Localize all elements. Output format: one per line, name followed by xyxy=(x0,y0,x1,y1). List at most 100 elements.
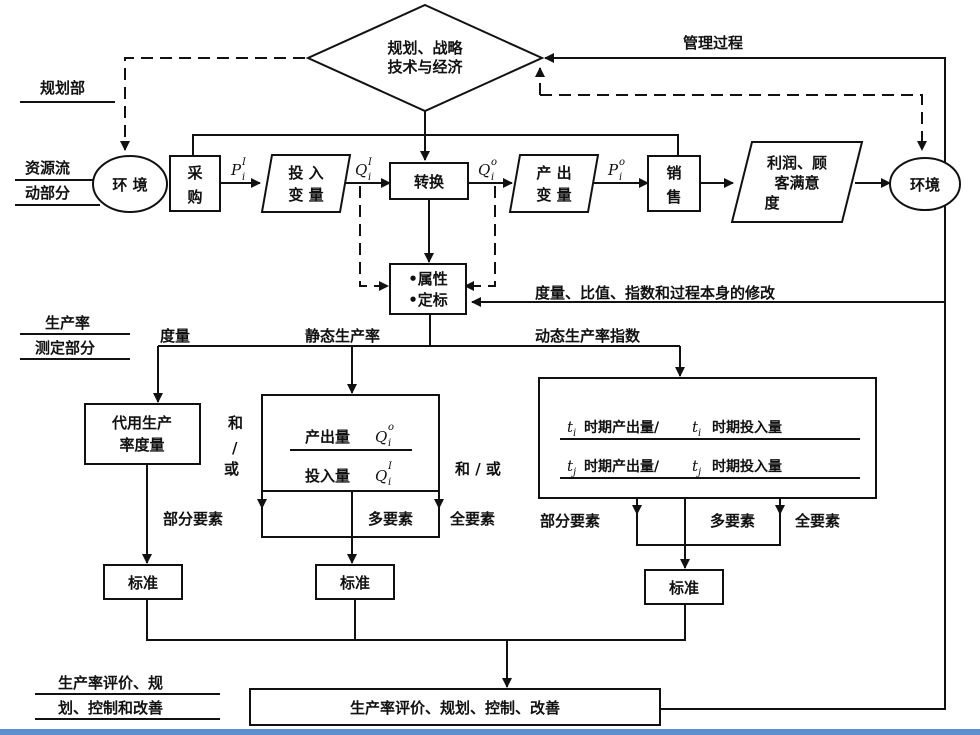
dashed-link-left-env xyxy=(120,57,305,151)
svg-text:i: i xyxy=(573,428,576,439)
svg-text:i: i xyxy=(698,428,701,439)
management-feedback-arrow xyxy=(544,53,946,710)
input-text-1: 投 入 xyxy=(288,164,323,182)
environment-left-text: 环 境 xyxy=(112,176,147,194)
standard-box-3 xyxy=(644,569,724,605)
final-evaluation-box xyxy=(249,688,661,726)
sales-text-2: 售 xyxy=(666,188,681,206)
svg-text:i: i xyxy=(388,438,391,449)
or-label: 或 xyxy=(224,460,239,478)
dynamic-bracket xyxy=(636,498,781,546)
svg-text:i: i xyxy=(491,172,494,183)
environment-left xyxy=(92,155,168,213)
dynamic-line2b: 时期投入量 xyxy=(712,458,782,475)
profit-satisfaction-box xyxy=(730,141,864,223)
svg-text:i: i xyxy=(388,477,391,488)
svg-text:t: t xyxy=(692,418,699,436)
merge-bracket xyxy=(146,599,686,641)
symbol-q-output: Q xyxy=(478,161,490,179)
dashed-input-to-attr xyxy=(359,186,389,291)
and-or-label: 和 / 或 xyxy=(455,460,501,478)
symbol-p-input: P xyxy=(230,161,242,179)
attr-text-1: •属性 xyxy=(408,270,448,288)
attribute-scaling-box xyxy=(389,263,467,315)
purchase-box xyxy=(169,155,221,212)
static-productivity-box xyxy=(261,394,440,492)
dashed-link-right-env xyxy=(540,94,927,151)
surrogate-text-1: 代用生产 xyxy=(111,414,172,432)
svg-text:o: o xyxy=(388,422,394,433)
svg-text:i: i xyxy=(242,172,245,183)
label-planning-dept: 规划部 xyxy=(40,79,85,97)
diamond-text-2: 技术与经济 xyxy=(387,58,463,76)
label-evaluation-1: 生产率评价、规 xyxy=(58,674,163,692)
svg-text:I: I xyxy=(367,157,373,168)
transform-text: 转换 xyxy=(414,173,445,191)
top-bracket xyxy=(192,134,679,155)
standard-text-1: 标准 xyxy=(127,574,158,592)
static-output-symbol: Q xyxy=(375,428,387,446)
static-input-symbol: Q xyxy=(375,467,387,485)
svg-text:I: I xyxy=(387,461,393,472)
static-bracket xyxy=(261,491,440,538)
diamond-text-1: 规划、战略 xyxy=(387,39,463,57)
environment-right-text: 环境 xyxy=(910,176,940,194)
label-productivity-2: 测定部分 xyxy=(35,339,95,357)
profit-text-3: 度 xyxy=(764,194,780,212)
partial-factor-left: 部分要素 xyxy=(163,510,223,528)
standard-text-2: 标准 xyxy=(339,574,370,592)
partial-factor-right: 部分要素 xyxy=(540,512,600,530)
transform-box xyxy=(389,162,469,200)
symbol-p-output: P xyxy=(607,161,619,179)
dynamic-label: 动态生产率指数 xyxy=(535,327,641,345)
output-variable-box xyxy=(508,154,600,213)
and-label: 和 xyxy=(228,414,243,432)
sales-box xyxy=(647,155,701,212)
svg-text:o: o xyxy=(619,157,625,168)
label-resource-flow-2: 动部分 xyxy=(25,184,70,202)
surrogate-text-2: 率度量 xyxy=(119,436,164,454)
dynamic-line1b: 时期投入量 xyxy=(712,419,782,436)
input-variable-box xyxy=(260,154,352,213)
sales-text-1: 销 xyxy=(666,164,681,182)
total-factor-right: 全要素 xyxy=(794,512,840,530)
svg-text:I: I xyxy=(241,157,247,168)
static-output-text: 产出量 xyxy=(305,428,350,446)
label-productivity-1: 生产率 xyxy=(45,314,90,332)
svg-text:t: t xyxy=(692,457,699,475)
svg-text:t: t xyxy=(567,418,574,436)
label-evaluation-2: 划、控制和改善 xyxy=(58,699,163,717)
management-process-label: 管理过程 xyxy=(683,34,743,52)
dashed-output-to-attr xyxy=(464,186,496,291)
total-factor-mid: 全要素 xyxy=(449,510,495,528)
symbol-q-input: Q xyxy=(355,161,367,179)
svg-text:j: j xyxy=(571,467,576,478)
input-text-2: 变 量 xyxy=(288,186,323,204)
attr-text-2: •定标 xyxy=(408,291,448,309)
svg-text:i: i xyxy=(368,172,371,183)
bottom-strip xyxy=(0,729,980,735)
output-text-2: 变 量 xyxy=(536,186,571,204)
purchase-text-2: 购 xyxy=(187,188,202,206)
standard-box-1 xyxy=(103,564,183,600)
static-input-text: 投入量 xyxy=(305,467,350,485)
multi-factor-right: 多要素 xyxy=(710,512,755,530)
output-text-1: 产 出 xyxy=(536,164,571,182)
feedback-label: 度量、比值、指数和过程本身的修改 xyxy=(535,284,776,302)
purchase-text-1: 采 xyxy=(186,164,203,182)
final-text: 生产率评价、规划、控制、改善 xyxy=(350,699,560,717)
svg-text:i: i xyxy=(619,172,622,183)
slash-label: / xyxy=(232,439,238,457)
svg-text:j: j xyxy=(696,467,701,478)
profit-text-1: 利润、顾 xyxy=(767,154,827,172)
dynamic-line1: 时期产出量/ xyxy=(584,419,660,436)
multi-factor-mid: 多要素 xyxy=(368,510,413,528)
label-resource-flow-1: 资源流 xyxy=(25,159,70,177)
standard-text-3: 标准 xyxy=(668,579,699,597)
svg-text:o: o xyxy=(491,157,497,168)
svg-text:t: t xyxy=(567,457,574,475)
profit-text-2: 客满意 xyxy=(773,174,819,192)
dynamic-line2: 时期产出量/ xyxy=(584,458,660,475)
